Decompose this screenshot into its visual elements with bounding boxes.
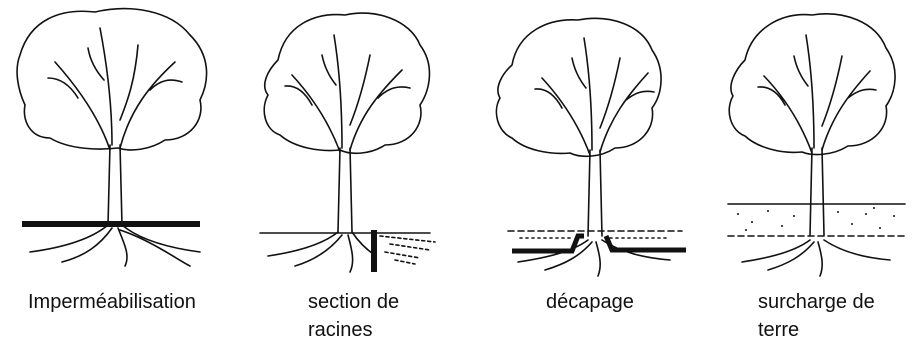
added-soil-layer	[737, 207, 895, 231]
caption-impermeabilisation: Imperméabilisation	[28, 288, 196, 316]
tree-illustration-impermeabilisation	[16, 7, 208, 267]
panel-decapage: décapage	[460, 0, 690, 333]
impermeable-surface	[22, 221, 200, 227]
caption-line: décapage	[546, 291, 634, 313]
panel-impermeabilisation: Imperméabilisation	[0, 0, 230, 333]
tree-illustration-section-racines	[259, 12, 436, 273]
caption-line: Imperméabilisation	[28, 291, 196, 313]
stripped-surface	[512, 233, 686, 254]
caption-line: terre	[758, 319, 800, 341]
root-cut-trench	[371, 230, 377, 272]
tree-illustration-surcharge-terre	[727, 13, 906, 277]
caption-section-racines: section de racines	[308, 288, 399, 344]
caption-line: racines	[308, 319, 373, 341]
caption-surcharge-terre: surcharge de terre	[758, 288, 875, 344]
panel-surcharge-terre: surcharge de terre	[690, 0, 917, 341]
caption-line: surcharge de	[758, 291, 875, 313]
caption-decapage: décapage	[546, 288, 634, 316]
panel-section-racines: section de racines	[230, 0, 460, 341]
tree-illustration-decapage	[495, 17, 686, 277]
caption-line: section de	[308, 291, 400, 313]
